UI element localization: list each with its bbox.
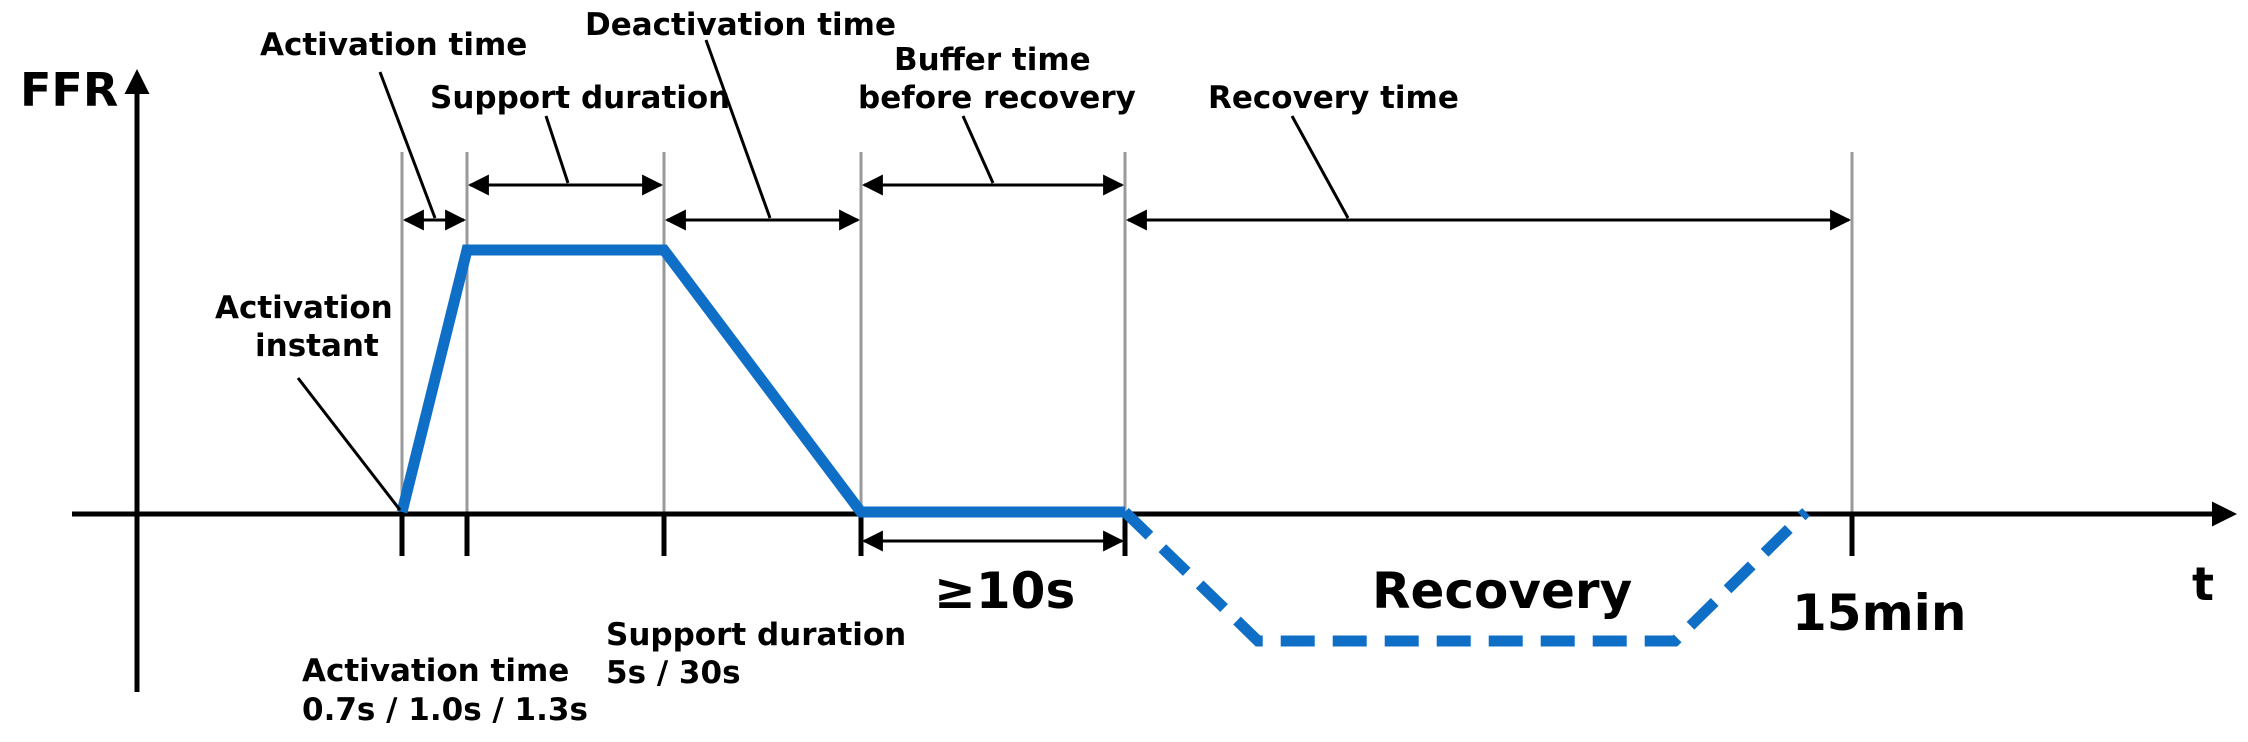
activation-time-values: 0.7s / 1.0s / 1.3s [302, 692, 588, 728]
x-axis-label: t [2192, 557, 2214, 611]
min-buffer-label: ≥10s [934, 562, 1075, 620]
activation-instant-label-line2: instant [255, 328, 379, 364]
recovery-time-leader [1290, 115, 1350, 219]
support-duration-values-title: Support duration [606, 617, 906, 653]
activation-time-values-title: Activation time [302, 653, 569, 689]
support-duration-values: 5s / 30s [606, 655, 741, 691]
support-duration-label: Support duration [430, 80, 730, 116]
buffer-time-label-line1: Buffer time [894, 42, 1091, 78]
activation-time-label: Activation time [260, 27, 527, 63]
support-duration-leader [544, 115, 570, 184]
deactivation-time-label: Deactivation time [585, 7, 896, 43]
activation-time-leader [378, 71, 437, 219]
buffer-time-leader [961, 115, 995, 184]
y-axis-label: FFR [20, 63, 118, 117]
recovery-curve [1121, 508, 1810, 647]
activation-instant-label-line1: Activation [215, 290, 393, 326]
recovery-time-label: Recovery time [1208, 80, 1459, 116]
recovery-end-label: 15min [1792, 584, 1966, 642]
duration-arrows [402, 174, 1852, 552]
ffr-response-curve [396, 244, 1125, 518]
recovery-label: Recovery [1372, 562, 1632, 620]
guide-lines [400, 152, 1854, 512]
deactivation-time-leader [704, 39, 772, 219]
buffer-time-label-line2: before recovery [858, 80, 1136, 116]
x-axis-ticks [399, 514, 1855, 556]
leader-lines [296, 39, 1350, 511]
activation-instant-leader [296, 377, 402, 511]
